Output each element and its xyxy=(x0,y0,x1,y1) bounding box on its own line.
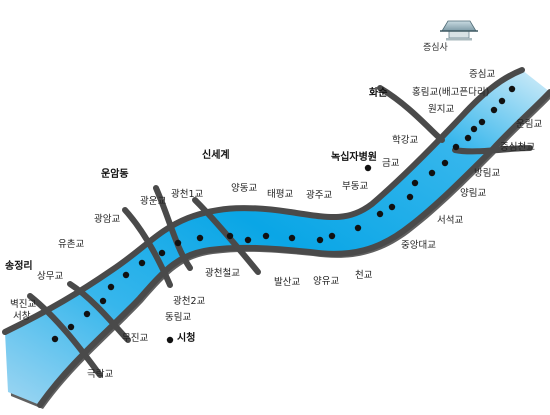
label-geumgyo: 금교 xyxy=(382,158,400,169)
label-balsangyo: 발산교 xyxy=(274,277,301,288)
bridge-points xyxy=(51,85,516,343)
bridge-point-1 xyxy=(498,97,506,105)
label-budonggyo: 부동교 xyxy=(342,181,369,192)
label-bangnimgyo: 방림교 xyxy=(474,168,501,179)
city-hall-label: 시청 xyxy=(177,333,196,344)
label-honglimgyo: 홍림교(배고픈다리) xyxy=(412,87,490,98)
label-seochang: 서창 xyxy=(13,311,31,322)
road-dongnim xyxy=(153,185,193,271)
label-taepyeonggyo: 태평교 xyxy=(267,189,294,200)
label-wonjigyo: 원지교 xyxy=(428,104,455,115)
area-unamdong: 운암동 xyxy=(101,169,129,180)
label-geungnakgyo: 극락교 xyxy=(87,369,114,380)
label-jeungsimgyo: 증심교 xyxy=(469,69,496,80)
label-yuchongyo: 유촌교 xyxy=(58,239,85,250)
road-geungnak xyxy=(27,293,103,378)
bridge-point-seoseok xyxy=(406,193,414,201)
temple-label: 증심사 xyxy=(423,43,448,53)
bridge-point-gwangju xyxy=(354,224,362,232)
bridge-point-unrim xyxy=(478,118,486,126)
bridge-point-cheon xyxy=(328,232,336,240)
road-gwangcheon xyxy=(122,207,173,288)
bridge-point-dongnim xyxy=(138,259,146,267)
bridge-point-gwangcheon1 xyxy=(226,232,234,240)
bridge-point-gwangun xyxy=(174,239,182,247)
label-yangdonggyo: 양동교 xyxy=(231,183,258,194)
label-cheongyo: 천교 xyxy=(355,270,373,281)
label-sangmugyo: 상무교 xyxy=(37,271,64,282)
bridge-point-jungang xyxy=(388,203,396,211)
label-byeokjingyo: 벽진교 xyxy=(10,299,37,310)
label-yangyugyo: 양유교 xyxy=(313,276,340,287)
label-gwangungyo: 광운교 xyxy=(140,196,167,207)
label-dongnimgyo: 동림교 xyxy=(165,312,192,323)
bridge-point-wonji xyxy=(470,125,478,133)
label-gwangamgyo: 광암교 xyxy=(94,214,121,225)
label-gwangcheon-cheolgyo: 광천철교 xyxy=(205,268,240,279)
bridge-point-jeungsim xyxy=(508,85,516,93)
road-sangmu xyxy=(67,281,131,343)
bridge-point-gwangam xyxy=(122,271,130,279)
label-yangnimgyo: 양림교 xyxy=(460,188,487,199)
bridge-point-yangdong xyxy=(262,232,270,240)
bridge-point-geum xyxy=(411,179,419,187)
area-shinsegae: 신세계 xyxy=(202,150,230,161)
label-mujingyo: 무진교 xyxy=(122,333,149,344)
label-seoseokgyo: 서석교 xyxy=(437,215,464,226)
label-unrimgyo: 운림교 xyxy=(516,119,543,130)
bridge-point-gwangcheon-cheol xyxy=(196,234,204,242)
area-hwasun: 화순 xyxy=(369,88,388,99)
bridge-point-geungnak xyxy=(51,335,59,343)
label-hakganggyo: 학강교 xyxy=(392,135,419,146)
label-jeungsimcheongyo: 증심천교 xyxy=(500,142,535,153)
river xyxy=(5,70,550,405)
bridge-point-hakgang xyxy=(452,143,460,151)
road-hwasun-south xyxy=(452,145,533,155)
bridge-point-mujin xyxy=(99,297,107,305)
bridge-point-honglim xyxy=(490,106,498,114)
area-noksip: 녹십자병원 xyxy=(331,152,377,163)
temple-icon xyxy=(440,20,478,41)
label-gwangjugyo: 광주교 xyxy=(306,190,333,201)
bridge-point-bangnim xyxy=(441,159,449,167)
area-songjeongni: 송정리 xyxy=(5,261,33,272)
city-hall-dot xyxy=(166,336,174,344)
bridge-point-gwangcheon2 xyxy=(158,249,166,257)
label-gwangcheon1gyo: 광천1교 xyxy=(171,189,204,200)
bridge-point-yuchon xyxy=(107,283,115,291)
bridge-point-byeokjin xyxy=(67,323,75,331)
north-bank xyxy=(2,67,525,335)
road-hwasun-north xyxy=(377,85,445,143)
noksip-hospital-dot xyxy=(364,164,372,172)
bridge-point-taepyeong xyxy=(288,234,296,242)
label-gwangcheon2gyo: 광천2교 xyxy=(173,296,206,307)
bridge-point-jeungsimcheon xyxy=(464,134,472,142)
bridge-point-yangyu xyxy=(316,236,324,244)
bridge-point-yangnim xyxy=(428,169,436,177)
bridge-point-budong xyxy=(376,210,384,218)
bridge-point-sangmu xyxy=(83,310,91,318)
label-jungang-daegyo: 중앙대교 xyxy=(401,240,436,251)
bridge-point-balsan xyxy=(244,236,252,244)
